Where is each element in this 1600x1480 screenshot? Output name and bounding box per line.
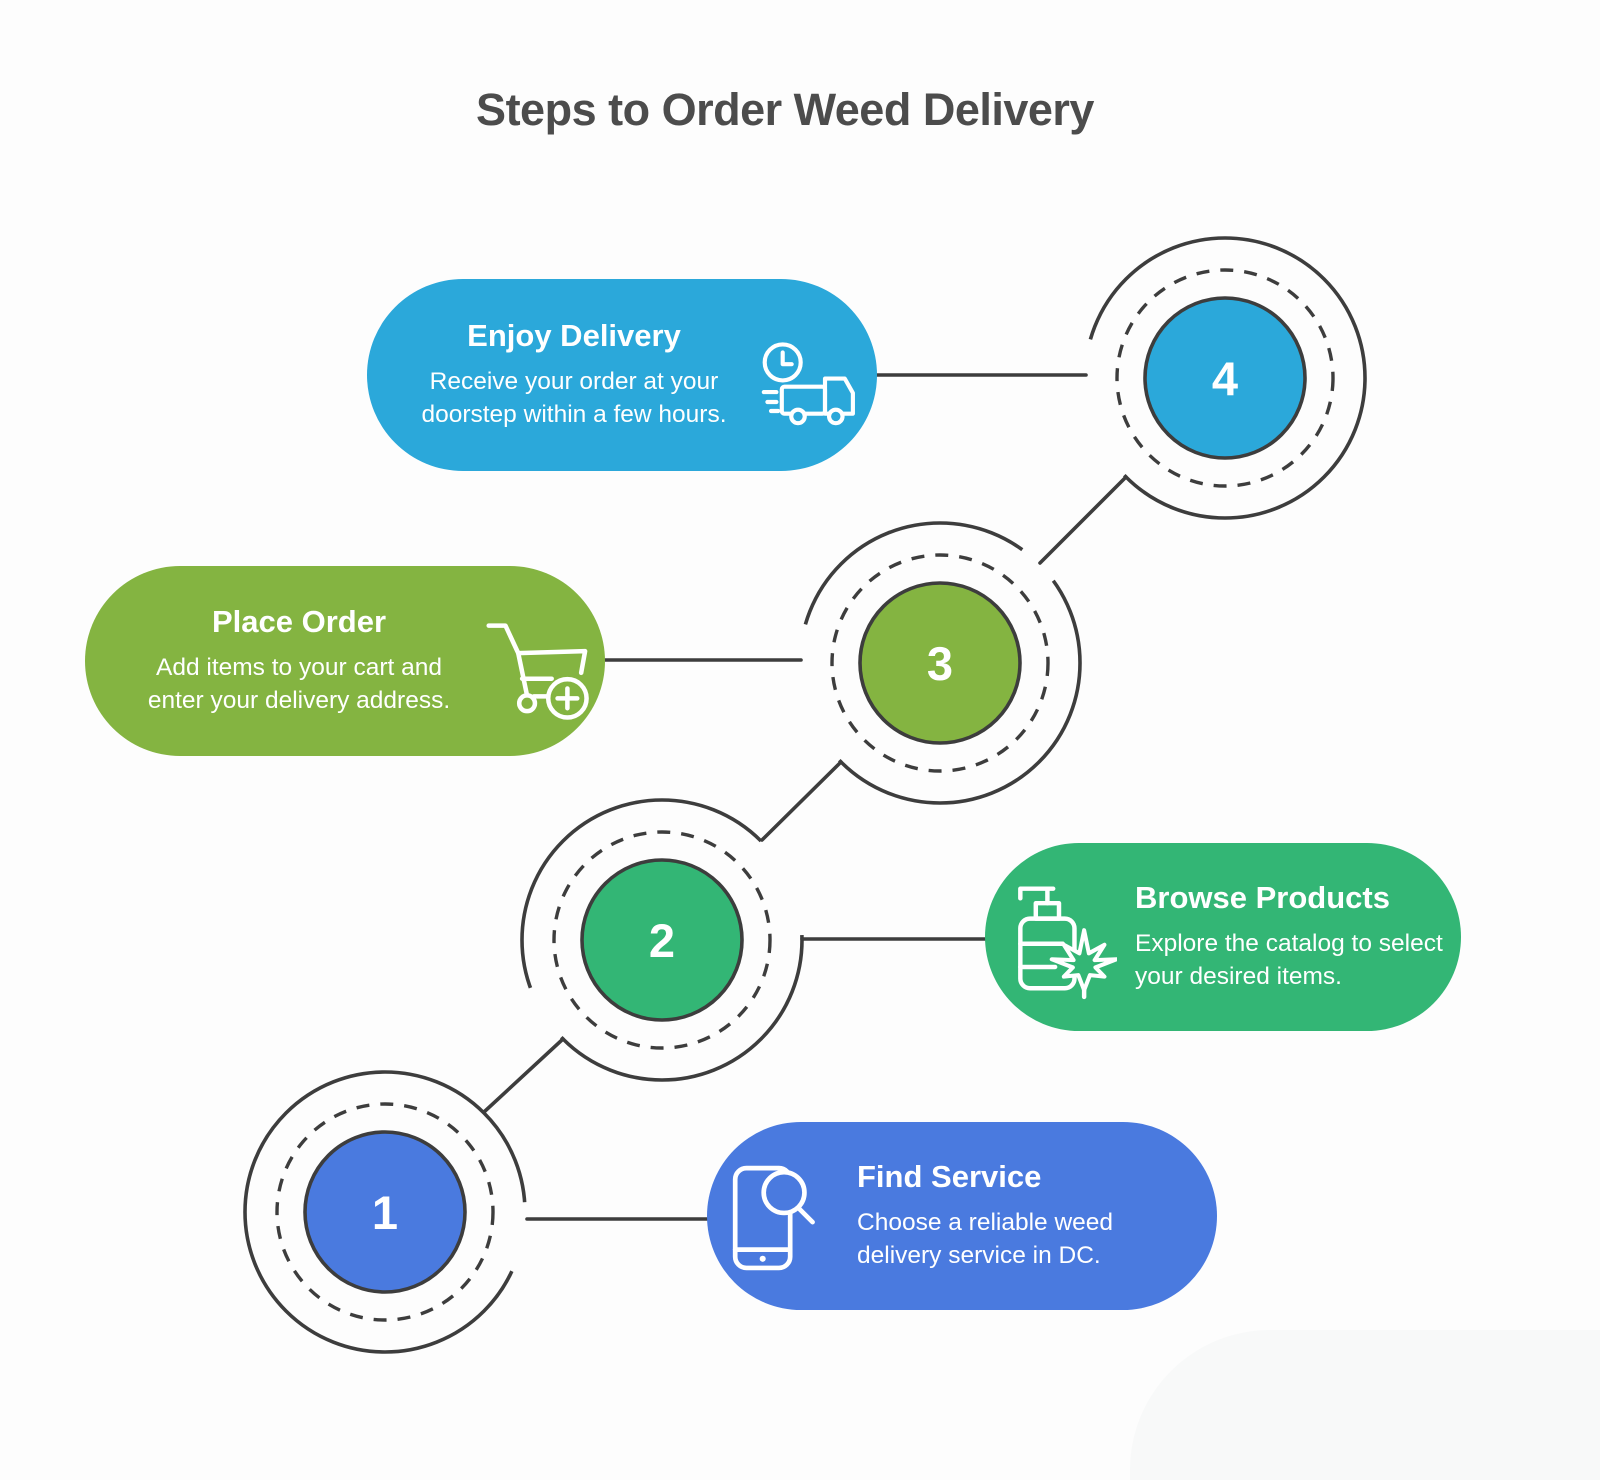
- step-card-find-service: Find Service Choose a reliable weed deli…: [707, 1122, 1217, 1310]
- step-4-ring-gap-left: [1079, 338, 1128, 479]
- step-4-circle: [1143, 296, 1307, 460]
- connector-circle2-circle1: [482, 1037, 565, 1114]
- step-3-ring-gap-left: [794, 623, 843, 764]
- card-description: Add items to your cart and enter your de…: [147, 653, 451, 714]
- connector-circle4-circle3: [1038, 475, 1128, 565]
- step-1-circle: [303, 1130, 467, 1294]
- step-2-circle: [580, 858, 744, 1022]
- card-description: Receive your order at your doorstep with…: [421, 367, 727, 428]
- step-2-ring-gap-right: [757, 837, 807, 936]
- step-4-number: 4: [1212, 352, 1238, 405]
- card-title: Place Order: [211, 603, 387, 639]
- pump-bottle-cannabis-leaf-icon: [1018, 886, 1117, 1000]
- step-card-browse-products: Browse Products Explore the catalog to s…: [985, 843, 1461, 1031]
- step-2-dashed-ring: [552, 830, 772, 1050]
- step-3-dashed-ring: [830, 553, 1050, 773]
- step-2-number: 2: [649, 914, 675, 967]
- step-card-place-order: Place Order Add items to your cart and e…: [85, 566, 605, 756]
- card-title: Browse Products: [1135, 879, 1390, 915]
- corner-decoration: [1130, 1330, 1600, 1480]
- card-description: Explore the catalog to select your desir…: [1135, 929, 1443, 990]
- phone-search-icon: [732, 1165, 815, 1271]
- step-1-dashed-ring: [275, 1102, 495, 1322]
- step-1-number: 1: [372, 1186, 398, 1239]
- step-3-circle: [858, 581, 1022, 745]
- card-title: Find Service: [857, 1158, 1042, 1194]
- step-4-dashed-ring: [1115, 268, 1335, 488]
- step-3-number: 3: [927, 637, 953, 690]
- card-description: Choose a reliable weed delivery service …: [857, 1208, 1114, 1269]
- card-title: Enjoy Delivery: [467, 317, 681, 353]
- connector-circle3-circle2: [760, 760, 843, 842]
- cart-plus-icon: [486, 623, 589, 720]
- step-2-ring-gap-left: [525, 986, 565, 1041]
- delivery-truck-clock-icon: [761, 342, 855, 426]
- step-card-enjoy-delivery: Enjoy Delivery Receive your order at you…: [367, 279, 877, 471]
- step-1-ring-gap: [507, 1201, 531, 1274]
- page-title: Steps to Order Weed Delivery: [476, 84, 1094, 135]
